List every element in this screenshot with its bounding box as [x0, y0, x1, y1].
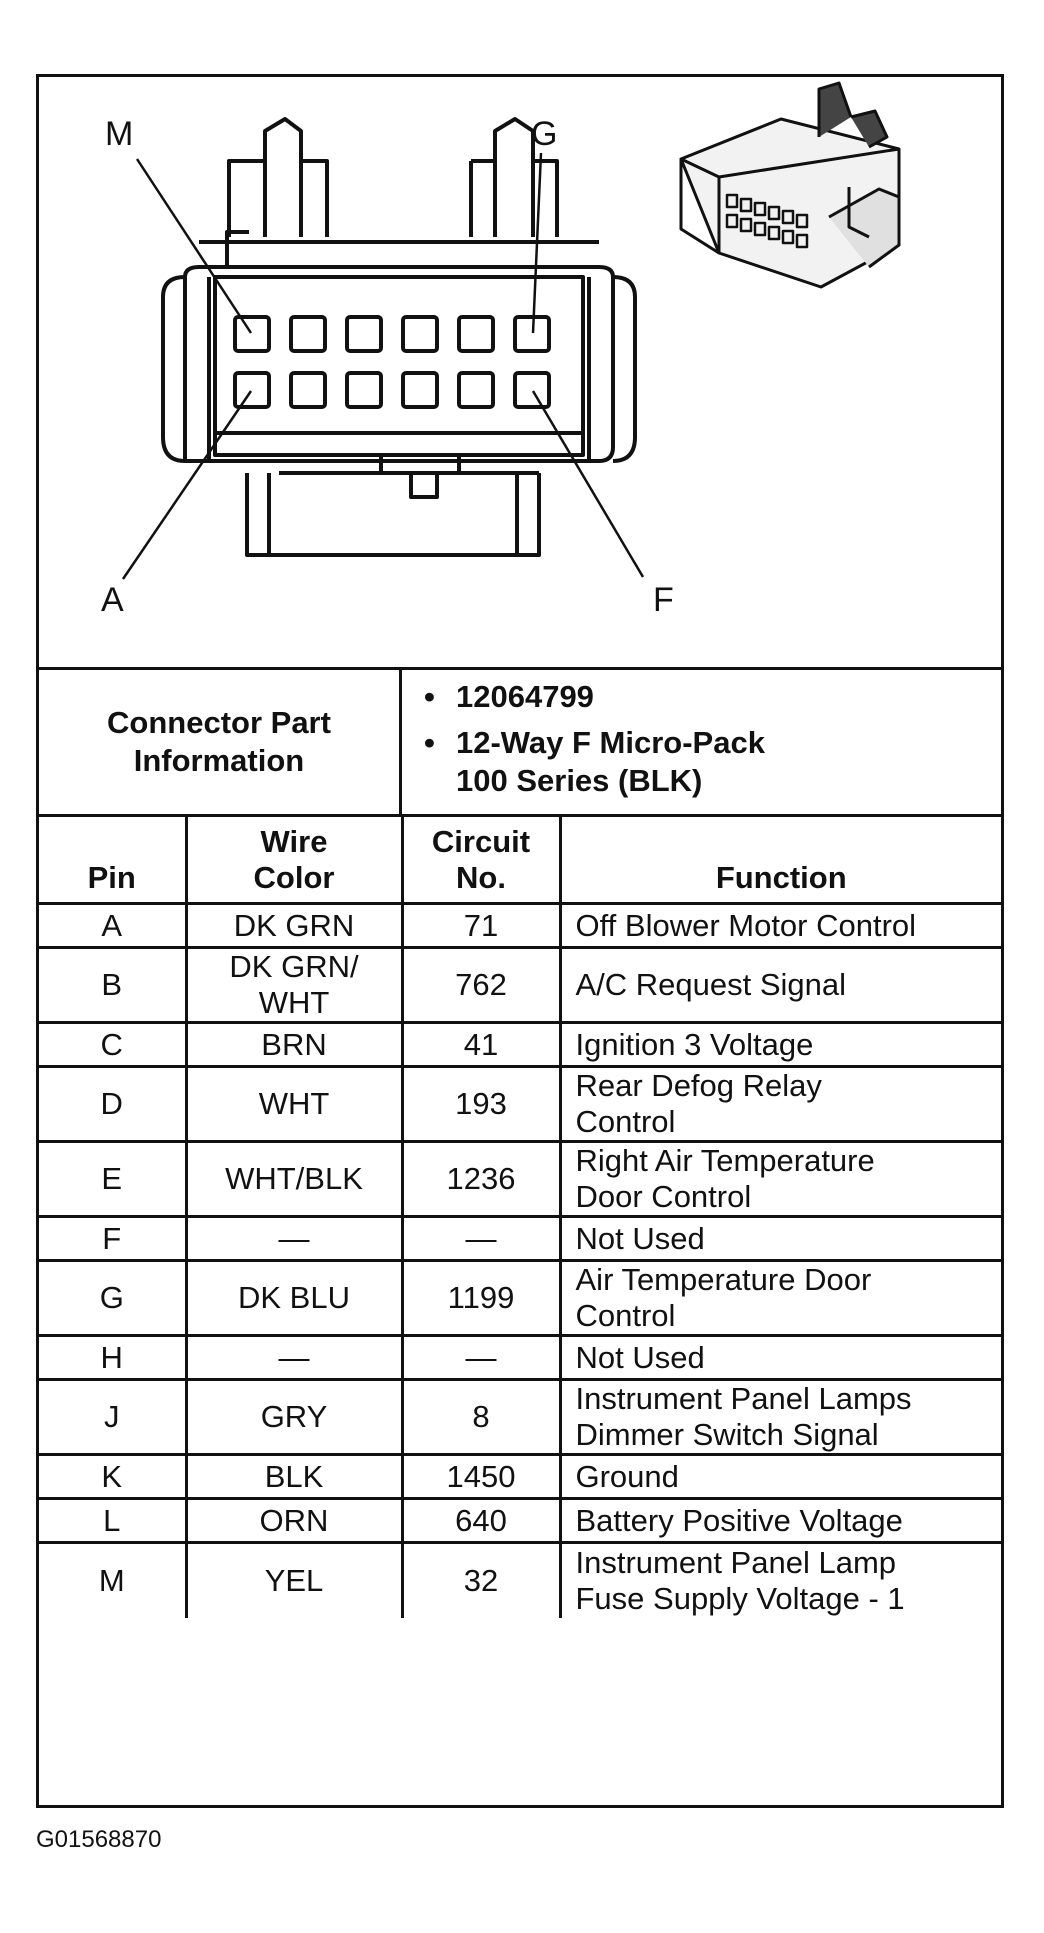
wire-color-cell: — — [184, 1215, 404, 1262]
function-cell: Instrument Panel Lamp Fuse Supply Voltag… — [558, 1541, 1001, 1618]
connector-figure-frame: M G A F — [36, 74, 1004, 1808]
header-function: Function — [558, 814, 1001, 905]
connector-info-list: 12064799 12-Way F Micro-Pack 100 Series … — [402, 670, 1001, 814]
function-cell: Instrument Panel Lamps Dimmer Switch Sig… — [558, 1378, 1001, 1456]
circuit-no-cell: 1236 — [400, 1140, 562, 1218]
pin-cell: C — [39, 1021, 188, 1068]
circuit-no-cell: 1450 — [400, 1453, 562, 1500]
pin-cell: M — [39, 1541, 188, 1618]
pin-cell: G — [39, 1259, 188, 1337]
circuit-no-cell: — — [400, 1334, 562, 1381]
callout-f: F — [653, 581, 674, 619]
circuit-no-cell: 762 — [400, 946, 562, 1024]
connector-isometric-view — [679, 81, 901, 289]
wire-color-cell: DK GRN — [184, 902, 404, 949]
table-row: F——Not Used — [39, 1215, 1001, 1262]
figure-code: G01568870 — [36, 1826, 162, 1853]
callout-a: A — [101, 581, 124, 619]
circuit-no-cell: 640 — [400, 1497, 562, 1544]
table-row: H——Not Used — [39, 1334, 1001, 1381]
wire-color-cell: YEL — [184, 1541, 404, 1618]
function-cell: A/C Request Signal — [558, 946, 1001, 1024]
pin-cell: J — [39, 1378, 188, 1456]
pin-cell: D — [39, 1065, 188, 1143]
wire-color-cell: — — [184, 1334, 404, 1381]
pin-cell: E — [39, 1140, 188, 1218]
pin-cell: A — [39, 902, 188, 949]
circuit-no-cell: 41 — [400, 1021, 562, 1068]
circuit-no-cell: 32 — [400, 1541, 562, 1618]
pin-cell: L — [39, 1497, 188, 1544]
wire-color-cell: WHT/BLK — [184, 1140, 404, 1218]
connector-face-diagram: M G A F — [39, 77, 1001, 667]
wire-color-cell: ORN — [184, 1497, 404, 1544]
terminal-cavities — [233, 315, 551, 409]
header-circuit-no: Circuit No. — [400, 814, 562, 905]
circuit-no-cell: 71 — [400, 902, 562, 949]
callout-m: M — [105, 115, 133, 153]
circuit-no-cell: 1199 — [400, 1259, 562, 1337]
connector-part-information: Connector Part Information 12064799 12-W… — [39, 667, 1001, 814]
wire-color-cell: DK GRN/ WHT — [184, 946, 404, 1024]
header-pin: Pin — [39, 814, 188, 905]
function-cell: Not Used — [558, 1334, 1001, 1381]
wire-color-cell: WHT — [184, 1065, 404, 1143]
pin-cell: H — [39, 1334, 188, 1381]
function-cell: Right Air Temperature Door Control — [558, 1140, 1001, 1218]
callout-g: G — [531, 115, 557, 153]
connector-description: 12-Way F Micro-Pack 100 Series (BLK) — [424, 724, 1001, 800]
circuit-no-cell: 8 — [400, 1378, 562, 1456]
function-cell: Ignition 3 Voltage — [558, 1021, 1001, 1068]
function-cell: Rear Defog Relay Control — [558, 1065, 1001, 1143]
pin-cell: F — [39, 1215, 188, 1262]
pin-table-header: Pin Wire Color Circuit No. Function — [39, 814, 1001, 905]
connector-part-number: 12064799 — [424, 678, 1001, 716]
connector-drawing: M G A F — [101, 81, 901, 619]
connector-info-label: Connector Part Information — [39, 670, 402, 814]
function-cell: Not Used — [558, 1215, 1001, 1262]
circuit-no-cell: 193 — [400, 1065, 562, 1143]
function-cell: Ground — [558, 1453, 1001, 1500]
function-cell: Air Temperature Door Control — [558, 1259, 1001, 1337]
wire-color-cell: GRY — [184, 1378, 404, 1456]
wire-color-cell: BRN — [184, 1021, 404, 1068]
circuit-no-cell: — — [400, 1215, 562, 1262]
wire-color-cell: DK BLU — [184, 1259, 404, 1337]
pin-cell: K — [39, 1453, 188, 1500]
function-cell: Off Blower Motor Control — [558, 902, 1001, 949]
function-cell: Battery Positive Voltage — [558, 1497, 1001, 1544]
wire-color-cell: BLK — [184, 1453, 404, 1500]
header-wire-color: Wire Color — [184, 814, 404, 905]
pin-cell: B — [39, 946, 188, 1024]
